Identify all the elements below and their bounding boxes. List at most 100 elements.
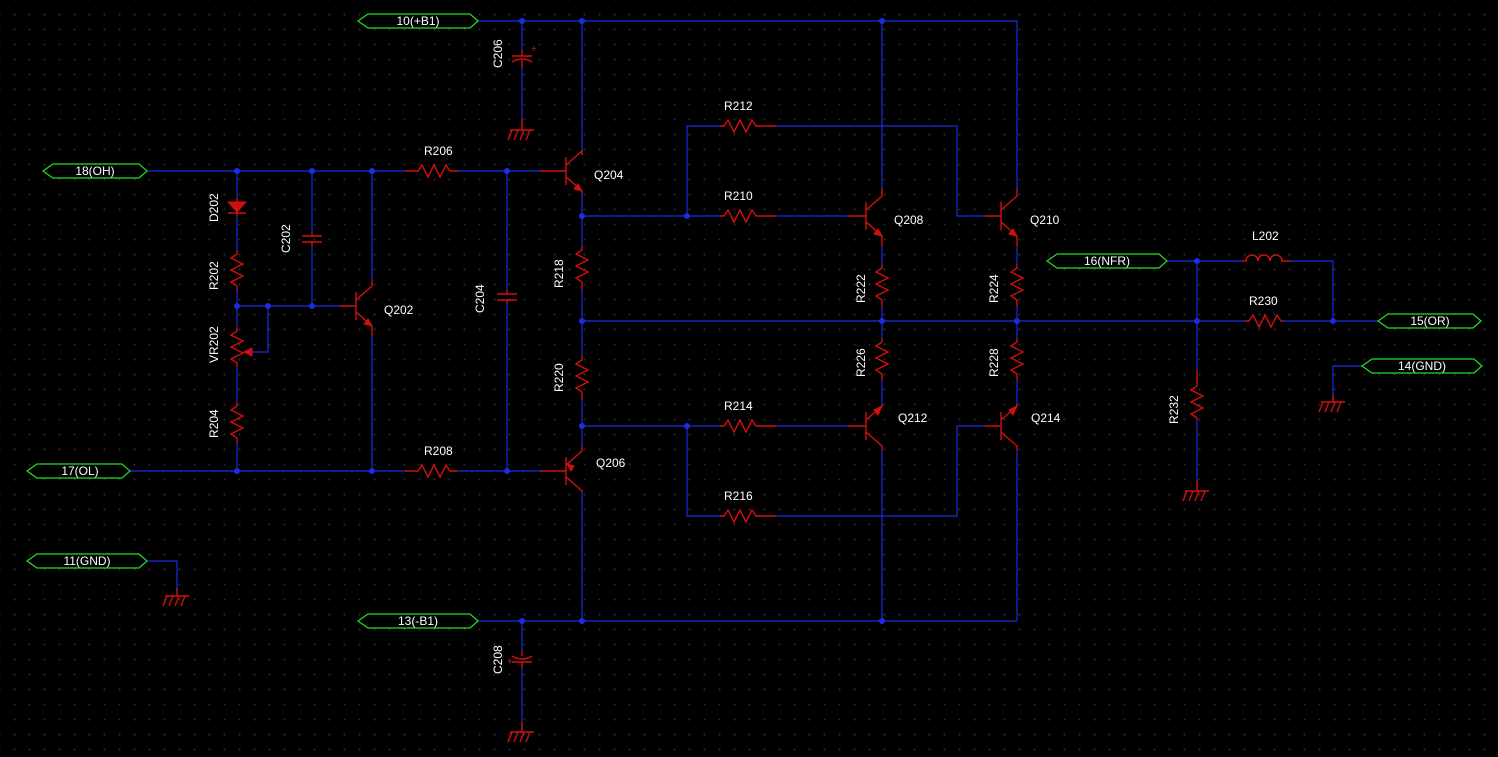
ref-c206: C206	[491, 39, 505, 68]
junction-dot	[579, 318, 585, 324]
transistor-q206[interactable]: Q206	[540, 446, 626, 493]
resistor-r230[interactable]: R230	[1245, 294, 1283, 329]
ref-r214: R214	[724, 399, 753, 413]
resistor-r202[interactable]: R202	[207, 250, 245, 290]
ground-symbol-c206	[507, 118, 534, 141]
port-label: 14(GND)	[1398, 359, 1446, 373]
ref-q204: Q204	[594, 168, 624, 182]
ref-c204: C204	[473, 284, 487, 313]
junction-dot	[504, 468, 510, 474]
ref-r212: R212	[724, 99, 753, 113]
junction-dot	[519, 618, 525, 624]
ref-q202: Q202	[384, 303, 414, 317]
port-label: 11(GND)	[63, 554, 110, 568]
port-16-nfr[interactable]: 16(NFR)	[1045, 253, 1168, 269]
polarity-plus: +	[531, 44, 537, 55]
port-label: 15(OR)	[1410, 314, 1449, 328]
junction-dot	[1194, 318, 1200, 324]
inductor-l202[interactable]: L202	[1242, 229, 1290, 262]
ref-l202: L202	[1252, 229, 1279, 243]
capacitor-c202[interactable]: C202	[279, 224, 322, 253]
ref-r206: R206	[424, 144, 453, 158]
junction-dot	[684, 423, 690, 429]
transistor-q204[interactable]: Q204	[540, 149, 624, 194]
resistor-r212[interactable]: R212	[720, 99, 776, 134]
port-11-gnd[interactable]: 11(GND)	[25, 553, 148, 569]
ref-r218: R218	[552, 259, 566, 288]
transistor-q214[interactable]: Q214	[985, 404, 1061, 450]
resistor-r224[interactable]: R224	[987, 264, 1025, 306]
capacitor-c206[interactable]: + C206	[491, 39, 537, 68]
port-label: 18(OH)	[75, 164, 114, 178]
ref-q206: Q206	[596, 456, 626, 470]
ref-r230: R230	[1249, 294, 1278, 308]
ref-q208: Q208	[894, 213, 924, 227]
potentiometer-vr202[interactable]: VR202	[207, 326, 253, 367]
junction-dot	[879, 318, 885, 324]
junction-dot	[1194, 258, 1200, 264]
junction-dot	[504, 168, 510, 174]
ref-c202: C202	[279, 224, 293, 253]
ref-q210: Q210	[1030, 213, 1060, 227]
ref-r228: R228	[987, 348, 1001, 377]
resistor-r214[interactable]: R214	[720, 399, 776, 434]
resistor-r216[interactable]: R216	[720, 489, 776, 524]
transistor-q208[interactable]: Q208	[848, 188, 924, 246]
resistor-r232[interactable]: R232	[1167, 370, 1205, 424]
ref-r224: R224	[987, 274, 1001, 303]
resistor-r226[interactable]: R226	[854, 338, 890, 380]
resistor-r210[interactable]: R210	[720, 189, 776, 224]
ref-d202: D202	[207, 193, 221, 222]
junction-dot	[579, 18, 585, 24]
ref-vr202: VR202	[207, 326, 221, 363]
ref-r216: R216	[724, 489, 753, 503]
port-17-ol[interactable]: 17(OL)	[25, 463, 131, 479]
transistor-q210[interactable]: Q210	[985, 188, 1060, 246]
resistor-r218[interactable]: R218	[552, 246, 590, 290]
junction-dot	[1330, 318, 1336, 324]
resistor-r204[interactable]: R204	[207, 402, 245, 442]
port-13-b1-neg[interactable]: 13(-B1)	[356, 613, 479, 629]
resistor-r222[interactable]: R222	[854, 264, 890, 306]
ground-symbol-c208	[507, 722, 534, 743]
polarity-plus: +	[507, 657, 513, 668]
ref-r226: R226	[854, 348, 868, 377]
ref-r208: R208	[424, 444, 453, 458]
junction-dot	[519, 18, 525, 24]
junction-dot	[234, 168, 240, 174]
transistor-q202[interactable]: Q202	[340, 280, 414, 336]
ground-symbol-gnd11	[162, 588, 189, 607]
diode-d202[interactable]: D202	[207, 193, 248, 222]
resistor-r208[interactable]: R208	[405, 444, 458, 479]
junction-dot	[684, 213, 690, 219]
junction-dot	[309, 303, 315, 309]
junction-dot	[879, 618, 885, 624]
port-14-gnd[interactable]: 14(GND)	[1360, 358, 1483, 374]
port-label: 16(NFR)	[1084, 254, 1130, 268]
junction-dots	[234, 18, 1336, 624]
transistor-q212[interactable]: Q212	[848, 404, 928, 450]
junction-dot	[369, 468, 375, 474]
junction-dot	[369, 168, 375, 174]
ref-r202: R202	[207, 261, 221, 290]
ref-r222: R222	[854, 274, 868, 303]
ref-q214: Q214	[1031, 411, 1061, 425]
port-10-b1-pos[interactable]: 10(+B1)	[356, 13, 479, 29]
junction-dot	[579, 213, 585, 219]
ref-c208: C208	[491, 645, 505, 674]
junction-dot	[234, 468, 240, 474]
resistor-r220[interactable]: R220	[552, 356, 590, 400]
capacitor-c204[interactable]: C204	[473, 284, 517, 313]
ref-r204: R204	[207, 409, 221, 438]
port-label: 13(-B1)	[398, 614, 438, 628]
junction-dot	[579, 618, 585, 624]
resistor-r228[interactable]: R228	[987, 338, 1025, 380]
capacitor-c208[interactable]: + C208	[491, 645, 533, 674]
port-18-oh[interactable]: 18(OH)	[41, 163, 148, 179]
junction-dot	[579, 423, 585, 429]
wires	[130, 20, 1378, 728]
ref-r210: R210	[724, 189, 753, 203]
port-15-or[interactable]: 15(OR)	[1376, 313, 1482, 329]
resistor-r206[interactable]: R206	[405, 144, 458, 179]
